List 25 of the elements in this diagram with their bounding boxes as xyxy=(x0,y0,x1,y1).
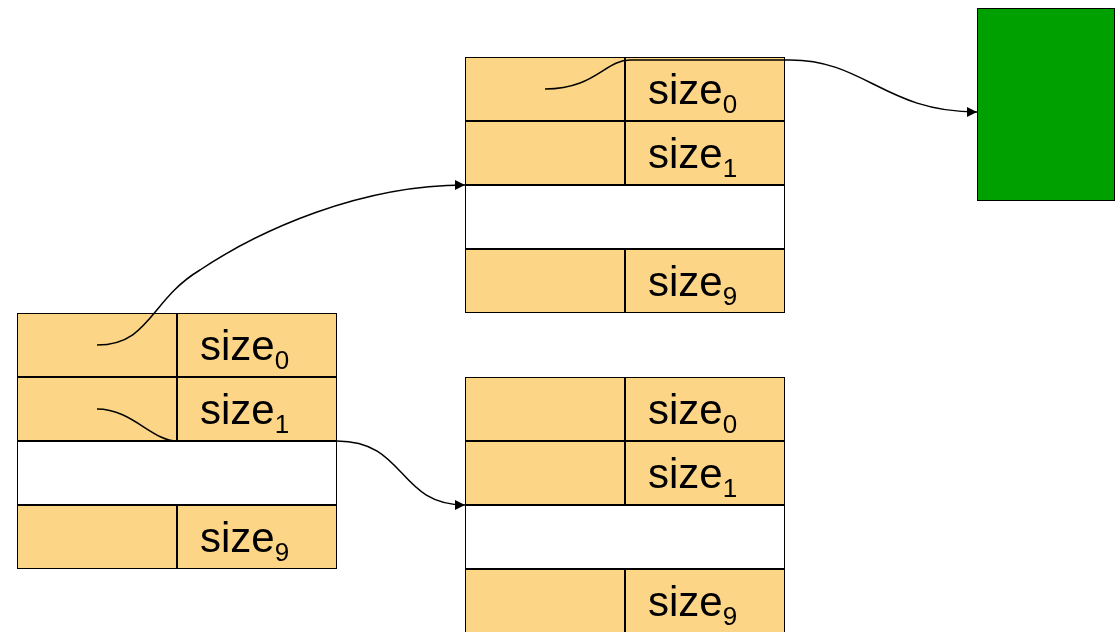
memory-block xyxy=(977,8,1115,201)
table-cell: size$_{0}$ xyxy=(625,377,785,441)
pointer-cell xyxy=(465,57,625,121)
pointer-cell xyxy=(17,377,177,441)
pointer-cell xyxy=(17,313,177,377)
pointer-cell xyxy=(465,121,625,185)
table-cell: size$_{0}$ xyxy=(625,57,785,121)
pointer-arrow xyxy=(544,59,978,117)
pointer-cell xyxy=(465,569,625,632)
table-cell: size$_{0}$ xyxy=(177,313,337,377)
table-cell: size$_{9}$ xyxy=(625,569,785,632)
table-cell: size$_{1}$ xyxy=(625,121,785,185)
pointer-arrow xyxy=(96,408,466,510)
pointer-cell xyxy=(465,377,625,441)
pointer-arrow xyxy=(96,180,466,346)
empty-table-row xyxy=(465,505,785,569)
table-cell: size$_{1}$ xyxy=(625,441,785,505)
empty-table-row xyxy=(17,441,337,505)
pointer-cell xyxy=(17,505,177,569)
empty-table-row xyxy=(465,185,785,249)
table-cell: size$_{1}$ xyxy=(177,377,337,441)
pointer-cell xyxy=(465,249,625,313)
table-cell: size$_{9}$ xyxy=(177,505,337,569)
table-cell: size$_{9}$ xyxy=(625,249,785,313)
pointer-cell xyxy=(465,441,625,505)
